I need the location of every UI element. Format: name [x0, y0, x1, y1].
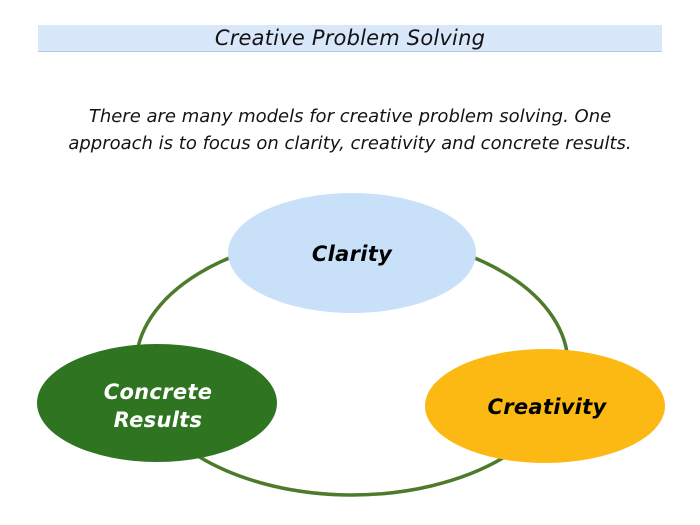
concrete-results-label-line-2: Results: [113, 408, 203, 432]
concrete-results-ellipse: [37, 344, 277, 462]
page-title: Creative Problem Solving: [214, 26, 486, 50]
intro-line-2: approach is to focus on clarity, creativ…: [68, 133, 632, 154]
title-bar: Creative Problem Solving: [38, 25, 662, 52]
clarity-label: Clarity: [311, 242, 393, 266]
concrete-results-label: Concrete Results: [104, 378, 213, 434]
intro-line-1: There are many models for creative probl…: [88, 106, 612, 127]
intro-text: There are many models for creative probl…: [0, 103, 700, 157]
creativity-label: Creativity: [487, 395, 607, 419]
concrete-results-label-line-1: Concrete: [103, 380, 213, 404]
clarity-ellipse: [228, 193, 476, 313]
creativity-ellipse: [425, 349, 665, 463]
